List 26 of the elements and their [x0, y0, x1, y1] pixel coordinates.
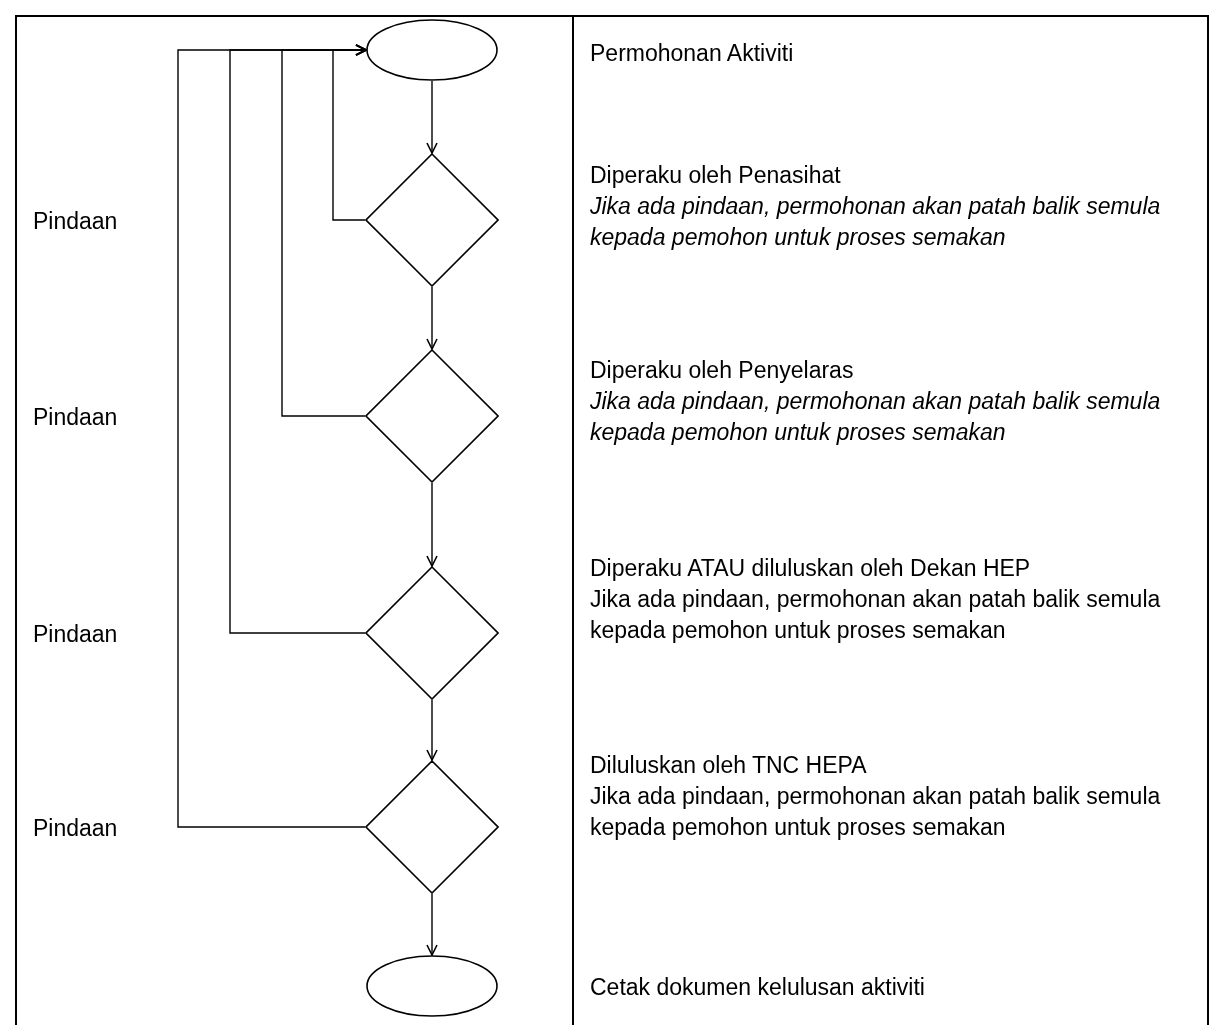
- side-label: Pindaan: [33, 207, 118, 236]
- decision-diamond: [365, 760, 499, 894]
- description-text: Jika ada pindaan, permohonan akan patah balik semula kepada pemohon untuk proses semakan: [590, 782, 1162, 842]
- description-text: Jika ada pindaan, permohonan akan patah balik semula kepada pemohon untuk proses semakan: [590, 585, 1162, 645]
- description-text: Jika ada pindaan, permohonan akan patah balik semula kepada pemohon untuk proses semakan: [590, 192, 1162, 252]
- side-label: Pindaan: [33, 403, 118, 432]
- arrow: [426, 286, 438, 350]
- terminal-ellipse: [366, 955, 498, 1017]
- terminal-ellipse: [366, 19, 498, 81]
- side-label: Pindaan: [33, 814, 118, 843]
- description-text: Diperaku oleh Penasihat: [590, 161, 842, 190]
- description-text: Permohonan Aktiviti: [590, 39, 795, 68]
- arrow: [426, 893, 438, 956]
- side-label: Pindaan: [33, 620, 118, 649]
- decision-diamond: [365, 153, 499, 287]
- description-text: Cetak dokumen kelulusan aktiviti: [590, 973, 926, 1002]
- description-text: Diperaku oleh Penyelaras: [590, 356, 855, 385]
- arrow: [177, 44, 367, 828]
- arrow: [426, 699, 438, 761]
- decision-diamond: [365, 349, 499, 483]
- description-text: Diperaku ATAU diluluskan oleh Dekan HEP: [590, 554, 1032, 583]
- decision-diamond: [365, 566, 499, 700]
- arrow: [426, 80, 438, 154]
- description-text: Jika ada pindaan, permohonan akan patah balik semula kepada pemohon untuk proses semakan: [590, 387, 1162, 447]
- description-text: Diluluskan oleh TNC HEPA: [590, 751, 868, 780]
- arrow: [426, 482, 438, 567]
